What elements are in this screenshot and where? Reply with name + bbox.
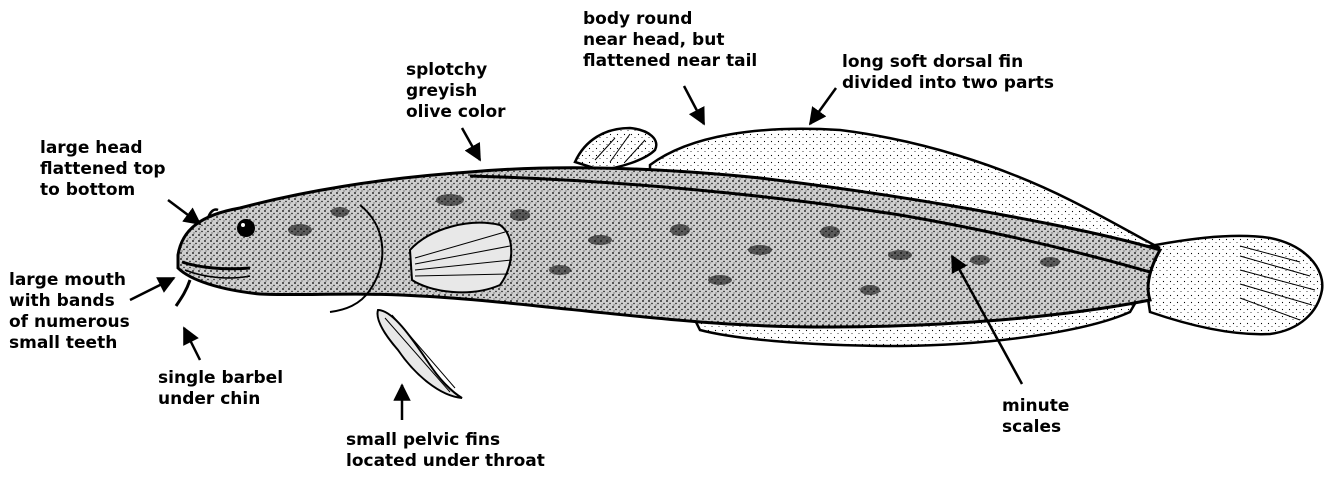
label-pelvic: small pelvic fins located under throat [346, 430, 545, 472]
first-dorsal-fin [575, 128, 656, 170]
arrow-dorsal [810, 88, 836, 124]
label-head-line: to bottom [40, 180, 166, 201]
label-head: large head flattened top to bottom [40, 138, 166, 201]
label-mouth-line: large mouth [9, 270, 130, 291]
arrow-head [168, 200, 200, 224]
label-dorsal-line: divided into two parts [842, 73, 1054, 94]
label-mouth-line: small teeth [9, 333, 130, 354]
label-scales-line: scales [1002, 417, 1069, 438]
arrow-barbel [184, 328, 200, 360]
label-dorsal: long soft dorsal fin divided into two pa… [842, 52, 1054, 94]
label-pelvic-line: small pelvic fins [346, 430, 545, 451]
arrow-body [684, 86, 704, 124]
label-scales: minute scales [1002, 396, 1069, 438]
label-barbel: single barbel under chin [158, 368, 283, 410]
label-color: splotchy greyish olive color [406, 60, 506, 123]
label-body-line: body round [583, 9, 757, 30]
label-head-line: large head [40, 138, 166, 159]
chin-barbel [176, 280, 190, 306]
label-barbel-line: under chin [158, 389, 283, 410]
label-barbel-line: single barbel [158, 368, 283, 389]
label-scales-line: minute [1002, 396, 1069, 417]
label-color-line: splotchy [406, 60, 506, 81]
label-dorsal-line: long soft dorsal fin [842, 52, 1054, 73]
label-color-line: olive color [406, 102, 506, 123]
label-mouth-line: with bands [9, 291, 130, 312]
label-body: body round near head, but flattened near… [583, 9, 757, 72]
label-mouth-line: of numerous [9, 312, 130, 333]
label-head-line: flattened top [40, 159, 166, 180]
arrow-color [462, 128, 480, 160]
label-pelvic-line: located under throat [346, 451, 545, 472]
label-color-line: greyish [406, 81, 506, 102]
label-body-line: near head, but [583, 30, 757, 51]
arrow-mouth [130, 278, 174, 300]
label-mouth: large mouth with bands of numerous small… [9, 270, 130, 354]
label-body-line: flattened near tail [583, 51, 757, 72]
fish-eye [237, 219, 255, 237]
